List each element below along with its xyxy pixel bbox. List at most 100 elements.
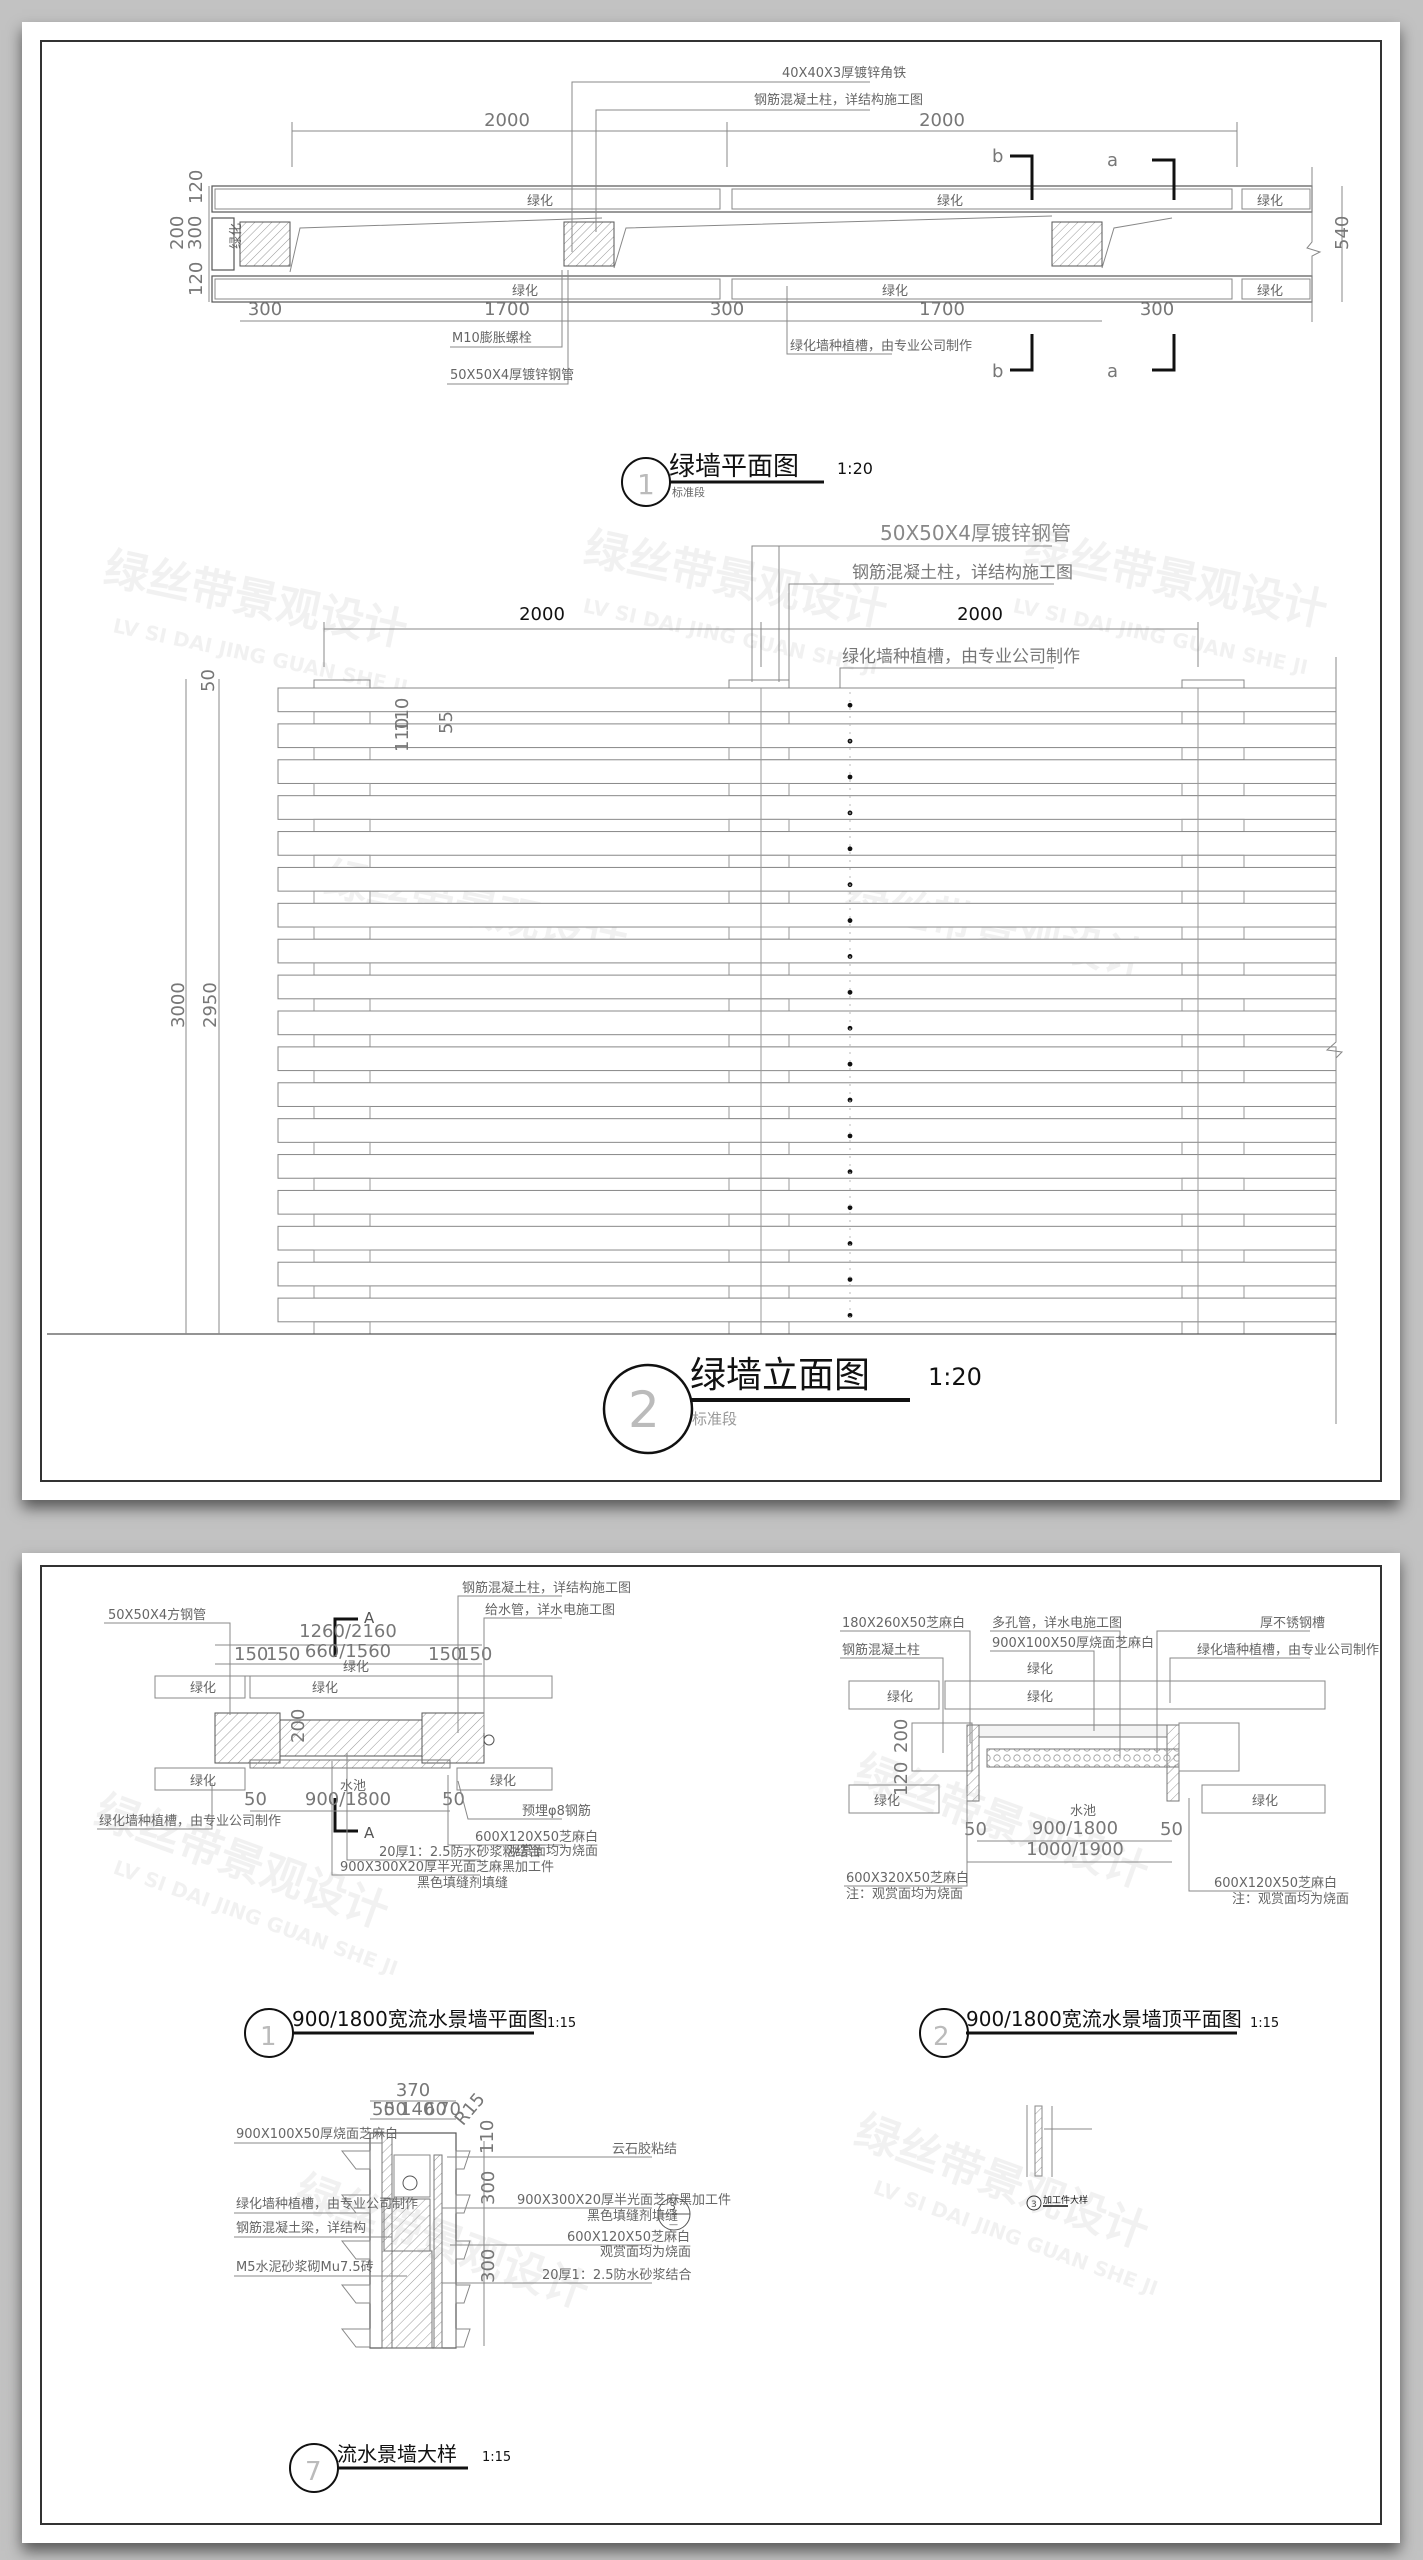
slat (277, 1046, 1337, 1072)
slat (277, 1189, 1337, 1215)
callout-coping: 900X100X50厚烧面芝麻白 (236, 2126, 398, 2142)
sheet-1-drawing: 绿丝带景观设计 绿丝带景观设计 绿丝带景观设计 绿丝带景观设计 绿丝带景观设计 … (47, 65, 1353, 1455)
callout-panel: 900X300X20厚半光面芝麻黑加工件 (340, 1859, 554, 1875)
rc-column (1051, 221, 1103, 267)
connector-block (1181, 1105, 1245, 1120)
fabricated-part-detail: 3 加工件大样 (1026, 2105, 1092, 2211)
connector-block (313, 1105, 371, 1120)
connector-block (728, 1070, 790, 1084)
callout-bolt: M10膨胀螺栓 (452, 331, 532, 346)
connector-block (1181, 1034, 1245, 1048)
connector-block (1181, 890, 1245, 904)
callout-note-right: 注：观赏面均为烧面 (1232, 1892, 1349, 1907)
greenery-label: 绿化 (1027, 1690, 1053, 1705)
drawing-scale: 1:20 (837, 459, 873, 478)
callout-brick: M5水泥砂浆砌Mu7.5砖 (236, 2260, 374, 2275)
dim-span-right: 2000 (919, 110, 965, 131)
section-mark-a: a (1107, 150, 1118, 171)
callout-stone-right: 600X120X50芝麻白 (1214, 1875, 1337, 1891)
sheet-2-drawing: 绿丝带景观设计 绿丝带景观设计 绿丝带景观设计 绿丝带景观设计 LV SI DA… (88, 1580, 1379, 2493)
connector-block (728, 1285, 790, 1299)
green-wall-plan: 2000 2000 绿化 绿化 绿化 绿化 绿化 绿化 绿化 (167, 65, 1353, 507)
anchor-dot (847, 1061, 853, 1067)
dim-50: 50 (442, 1789, 465, 1810)
greenery-label: 绿化 (887, 1690, 913, 1705)
dim-200: 200 (288, 1709, 309, 1743)
slat (277, 1154, 1337, 1179)
callout-rc-column: 钢筋混凝土柱，详结构施工图 (754, 92, 923, 108)
connector-block (728, 818, 790, 833)
connector-block (1181, 711, 1245, 725)
slat (277, 795, 1337, 820)
callout-seam: 黑色填缝剂填缝 (587, 2208, 678, 2224)
callout-planter: 绿化墙种植槽，由专业公司制作 (790, 339, 972, 354)
dim-width: 900/1800 (1032, 1818, 1118, 1839)
connector-block (728, 1321, 790, 1335)
slat (277, 974, 1337, 1000)
dim-inner: 660/1560 (305, 1641, 391, 1662)
connector-block (728, 962, 790, 976)
connector-block (728, 1213, 790, 1227)
connector-block (1181, 782, 1245, 797)
connector-block (313, 818, 371, 833)
callout-steel-tube: 50X50X4厚镀锌钢管 (880, 521, 1071, 545)
drawing-title: 900/1800宽流水景墙平面图 (292, 2007, 548, 2031)
callout-angle-steel: 40X40X3厚镀锌角铁 (782, 65, 906, 81)
connector-block (1181, 1070, 1245, 1084)
connector-block (1181, 962, 1245, 976)
planter-pot (340, 2240, 371, 2260)
dim-col: 300 (1140, 299, 1174, 320)
dim-top: 50 (198, 669, 219, 692)
connector-block (1181, 1285, 1245, 1299)
connector-block (728, 926, 790, 940)
greenery-label: 绿化 (1257, 284, 1283, 299)
dim-slat: 110 (392, 718, 413, 752)
drawing-subtitle: 标准段 (692, 1410, 737, 1428)
reference-bubble-number: 3 (669, 2200, 676, 2213)
section-mark-a: a (1107, 361, 1118, 382)
slat (277, 687, 1337, 713)
connector-block (313, 1177, 371, 1191)
connector-block (313, 998, 371, 1012)
dim-120: 120 (186, 170, 207, 204)
drawing-scale: 1:15 (1250, 2016, 1279, 2031)
greenery-label: 绿化 (190, 1774, 216, 1789)
reference-bubble-sheet: — (669, 2220, 678, 2230)
dim-inner-height: 2950 (200, 982, 221, 1028)
drawing-number: 2 (628, 1381, 660, 1439)
connector-block (1181, 747, 1245, 761)
drawing-title: 绿墙立面图 (690, 1355, 870, 1396)
callout-planter: 绿化墙种植槽，由专业公司制作 (842, 647, 1080, 667)
green-wall-elevation: 50X50X4厚镀锌钢管 钢筋混凝土柱，详结构施工图 绿化墙种植槽，由专业公司制… (47, 521, 1344, 1455)
connector-block (1181, 1141, 1245, 1156)
water-wall-detail: 370 50 50 140 60 70 R15 110 300 300 900X… (234, 2080, 731, 2493)
anchor-dot (847, 774, 853, 780)
dim-150: 150 (266, 1644, 300, 1665)
post-cap (1181, 679, 1245, 689)
connector-block (313, 1070, 371, 1084)
dim-col: 300 (248, 299, 282, 320)
dim-depth: 540 (1332, 216, 1353, 250)
callout-square-tube: 50X50X4方钢管 (108, 1607, 206, 1623)
connector-block (313, 1141, 371, 1156)
callout-rebar: 预埋φ8钢筋 (522, 1803, 591, 1819)
dim-span-right: 2000 (957, 604, 1003, 625)
section-label: A (364, 1609, 375, 1627)
callout-steel-tube: 50X50X4厚镀锌钢管 (450, 367, 574, 383)
dim-slat: 110 (392, 698, 413, 732)
pool-label: 水池 (1070, 1804, 1096, 1819)
anchor-dot (847, 1133, 853, 1139)
dim-part: 140 (400, 2099, 434, 2120)
dim-300: 300 (185, 216, 206, 250)
dim-150: 150 (428, 1644, 462, 1665)
planter-pot (340, 2284, 371, 2304)
connector-block (1181, 998, 1245, 1012)
callout-water-pipe: 给水管，详水电施工图 (485, 1603, 615, 1618)
dim-200: 200 (167, 216, 188, 250)
connector-block (728, 1034, 790, 1048)
dim-120: 120 (891, 1762, 912, 1796)
connector-block (728, 711, 790, 725)
dim-part: 60 (424, 2099, 447, 2120)
dim-total: 1260/2160 (299, 1621, 397, 1642)
connector-block (1181, 926, 1245, 940)
